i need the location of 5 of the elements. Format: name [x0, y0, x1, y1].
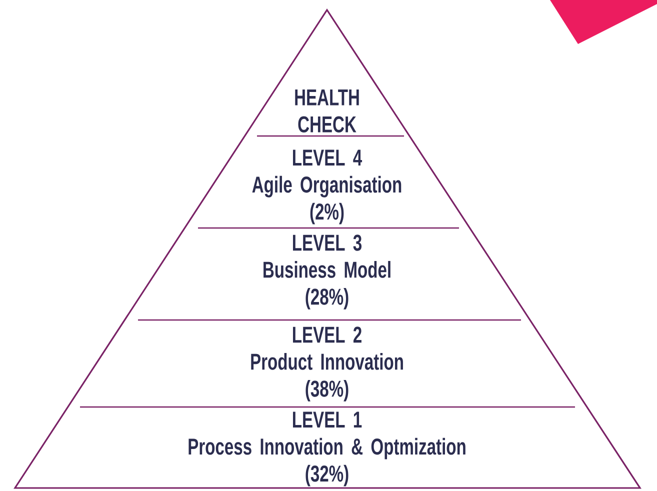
pyramid-level: HEALTH CHECK	[295, 89, 359, 133]
pyramid-level: LEVEL 4 Agile Organisation (2%)	[252, 150, 402, 224]
pyramid-level: LEVEL 1 Process Innovation & Optmization (32%)	[188, 412, 466, 486]
pyramid-level: LEVEL 3 Business Model (28%)	[264, 234, 390, 310]
pyramid-level: LEVEL 2 Product Innovation (38%)	[251, 326, 403, 402]
